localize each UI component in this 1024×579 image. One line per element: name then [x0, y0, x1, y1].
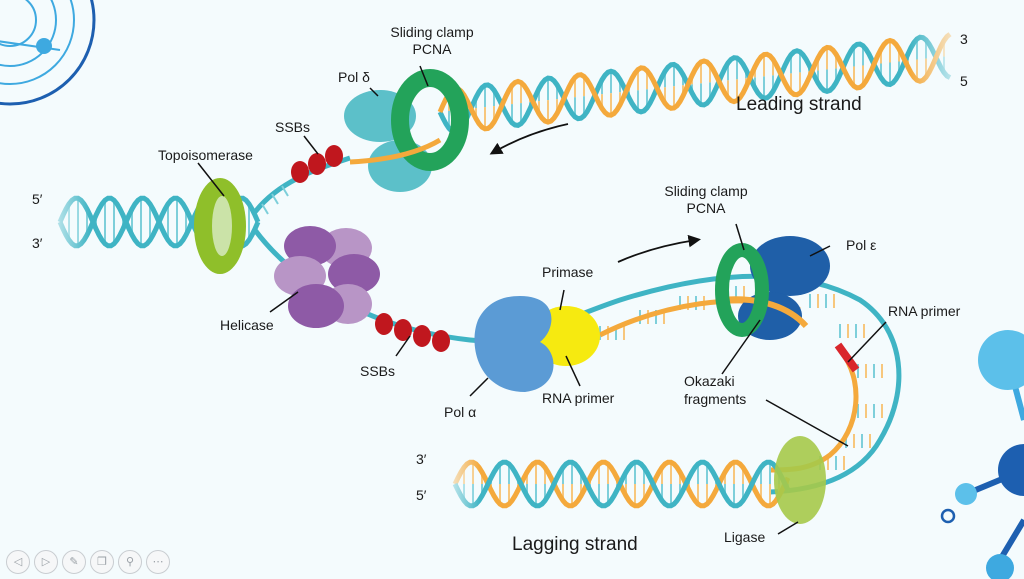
pen-tool-button[interactable]: ✎ [62, 550, 86, 574]
end-label-lagging-bottom: 5′ [416, 487, 427, 503]
decorative-target-circles [0, 0, 96, 106]
leading-strand-label: Leading strand [736, 94, 862, 115]
sliding-clamp-middle-label: Sliding clamp [664, 183, 747, 199]
base-pair-rung [271, 193, 279, 205]
pol-alpha-enzyme [474, 296, 554, 392]
okazaki-label-line2: fragments [684, 391, 746, 407]
pen-icon: ✎ [69, 555, 79, 568]
ssb-proteins-top [291, 145, 343, 183]
slides-view-button[interactable]: ❐ [90, 550, 114, 574]
decorative-network [940, 330, 1024, 579]
pol-epsilon-label: Pol ε [846, 237, 876, 253]
lagging-strand-label: Lagging strand [512, 534, 638, 555]
direction-arrow-middle [617, 234, 701, 263]
pol-delta-enzyme [344, 90, 432, 192]
more-options-button[interactable]: ⋯ [146, 550, 170, 574]
helicase-label: Helicase [220, 317, 274, 333]
chevron-right-icon: ▷ [41, 555, 51, 568]
sliding-clamp-top-label: Sliding clamp [390, 24, 473, 40]
primase-label: Primase [542, 264, 594, 280]
next-slide-button[interactable]: ▷ [34, 550, 58, 574]
zoom-button[interactable]: ⚲ [118, 550, 142, 574]
magnifier-icon: ⚲ [125, 555, 135, 568]
end-label-lagging-top: 3′ [416, 451, 427, 467]
ssbs-top-label: SSBs [275, 119, 310, 135]
pcna-top-label: PCNA [413, 41, 453, 57]
topoisomerase-enzyme [194, 178, 246, 274]
slides-icon: ❐ [97, 555, 107, 568]
lagging-daughter-duplex [440, 440, 791, 520]
label-leader-lines [197, 65, 887, 535]
direction-arrow-top [489, 123, 569, 155]
sliding-clamp-middle [715, 243, 769, 337]
okazaki-label-line1: Okazaki [684, 373, 735, 389]
pol-delta-label: Pol δ [338, 69, 370, 85]
topoisomerase-label: Topoisomerase [158, 147, 253, 163]
end-label-left-top: 5′ [32, 191, 43, 207]
helicase-enzyme [274, 226, 380, 328]
ligase-label: Ligase [724, 529, 765, 545]
base-pair-rung [281, 185, 289, 197]
ellipsis-icon: ⋯ [152, 555, 164, 568]
chevron-left-icon: ◁ [13, 555, 23, 568]
ssbs-bottom-label: SSBs [360, 363, 395, 379]
ssb-proteins-bottom [375, 313, 450, 352]
ligase-enzyme [774, 436, 826, 524]
slideshow-controls: ◁ ▷ ✎ ❐ ⚲ ⋯ [6, 550, 170, 574]
pcna-middle-label: PCNA [687, 200, 727, 216]
rna-primer-right-label: RNA primer [888, 303, 961, 319]
rna-primer-middle-label: RNA primer [542, 390, 615, 406]
end-label-right-top: 3 [960, 31, 968, 47]
end-label-right-bottom: 5 [960, 73, 968, 89]
pol-alpha-label: Pol α [444, 404, 476, 420]
previous-slide-button[interactable]: ◁ [6, 550, 30, 574]
base-pair-rung [261, 203, 269, 215]
leading-strand-dna [253, 20, 970, 263]
sliding-clamp-top [391, 69, 469, 171]
end-label-left-bottom: 3′ [32, 235, 43, 251]
